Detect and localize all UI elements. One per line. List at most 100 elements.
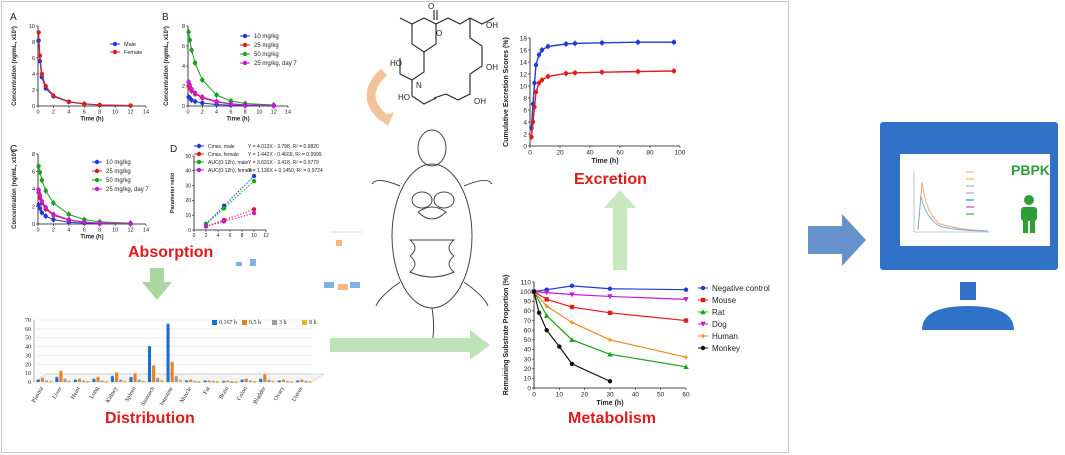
A-xtick-label: 6 [83, 110, 86, 116]
distribution-legend-swatch [272, 320, 277, 325]
B-point [192, 90, 198, 96]
D-legend-marker [196, 143, 202, 149]
distribution-bar-cap [215, 380, 219, 383]
metabolism-ytick-label: 0 [527, 385, 531, 392]
metabolism-point [683, 297, 689, 303]
excretion-point [529, 134, 534, 140]
B-point [200, 94, 205, 100]
excretion-point [572, 70, 578, 75]
B-legend-marker [242, 51, 248, 57]
distribution-category-label: Liver [52, 386, 64, 400]
distribution-bar-cap [271, 380, 275, 383]
computer-monitor-icon [880, 122, 1058, 330]
green-arrow-down [142, 268, 172, 300]
C-point [43, 205, 48, 210]
B-point [214, 99, 219, 104]
distribution-bar-cap [300, 379, 304, 382]
distribution-bar [174, 376, 178, 382]
D-xtick-label: 10 [251, 233, 257, 239]
distribution-bar [133, 374, 137, 382]
C-xtick-label: 2 [52, 228, 55, 234]
C-ytick-label: 6 [32, 169, 35, 175]
distribution-legend-entry: 3 h [272, 320, 287, 326]
metabolism-ytick-label: 90 [524, 299, 532, 306]
B-xtick-label: 4 [215, 110, 218, 116]
B-point [189, 47, 194, 53]
A-legend-label: Male [124, 42, 136, 48]
D-series-3 [203, 210, 257, 229]
distribution-bar-cap [100, 380, 104, 383]
A-point [36, 30, 41, 35]
C-legend-label: 10 mg/kg [106, 160, 131, 166]
A-point [37, 53, 43, 58]
excretion-point [599, 70, 605, 75]
excretion-ytick-label: 18 [520, 35, 528, 42]
distribution-bar-cap [67, 380, 71, 383]
excretion-point [536, 80, 542, 86]
metabolism-xtick-label: 60 [682, 392, 690, 399]
excretion-point [532, 104, 537, 110]
A-ylabel: Concentration (ng/mL, x10³) [11, 26, 18, 106]
distribution-bar-cap [296, 380, 300, 383]
metabolism-point [544, 297, 549, 302]
C-point [97, 220, 102, 226]
green-arrow-right [330, 330, 490, 360]
B-ytick-label: 8 [182, 24, 185, 30]
distribution-bar-cap [123, 380, 127, 383]
green-arrow-up [604, 190, 636, 270]
A-ytick-label: 4 [32, 72, 35, 78]
A-legend-marker [112, 49, 118, 55]
A-xtick-label: 8 [98, 110, 101, 116]
D-point [251, 178, 257, 184]
excretion-point [545, 74, 551, 79]
A-ytick-label: 6 [32, 56, 35, 62]
D-point [251, 210, 257, 216]
distribution-bar-cap [49, 380, 53, 383]
D-point [203, 224, 209, 229]
metabolism-xtick-label: 20 [581, 392, 589, 399]
D-trendline [205, 212, 255, 227]
D-legend-label: Cmax, male [208, 144, 235, 150]
distribution-bar-cap [96, 376, 100, 379]
distribution-category-label: Brain [218, 386, 230, 401]
excretion-point [671, 68, 677, 74]
metabolism-series-0 [531, 283, 689, 294]
B-legend-label: 50 mg/kg [254, 52, 279, 58]
B-point [200, 77, 205, 83]
B-legend-entry: 25 mg/kg [240, 42, 279, 49]
distribution-bar [170, 362, 174, 382]
B-ytick-label: 4 [182, 64, 185, 70]
D-point [221, 219, 227, 224]
metabolism-point [683, 364, 689, 369]
C-legend-marker [94, 168, 100, 174]
distribution-bar [96, 377, 100, 382]
distribution-legend-label: 3 h [279, 320, 287, 326]
distribution-legend-swatch [212, 320, 217, 325]
excretion-point [572, 41, 578, 46]
B-point [200, 100, 205, 106]
C-xtick-label: 12 [128, 228, 134, 234]
C-legend-marker [94, 177, 100, 183]
D-ylabel: Parameter ratio [170, 172, 176, 213]
B-xtick-label: 12 [271, 110, 277, 116]
A-ytick-label: 8 [32, 40, 35, 46]
B-legend-label: 25 mg/kg [254, 43, 279, 49]
distribution-bar-cap [166, 323, 170, 326]
A-xtick-label: 10 [112, 110, 118, 116]
excretion-xtick-label: 0 [528, 150, 532, 157]
A-panel-letter: A [10, 12, 17, 23]
D-xtick-label: 6 [229, 233, 232, 239]
C-legend-label: 25 mg/kg [106, 169, 131, 175]
C-point [37, 170, 43, 175]
C-point [36, 187, 41, 193]
C-point [43, 188, 48, 193]
C-point [82, 219, 87, 225]
distribution-ytick-label: 10 [25, 371, 31, 377]
distribution-bar-cap [230, 380, 234, 383]
B-series-2 [186, 29, 276, 108]
distribution-bar-cap [63, 378, 67, 381]
metabolism-legend-entry: Dog [698, 320, 727, 329]
